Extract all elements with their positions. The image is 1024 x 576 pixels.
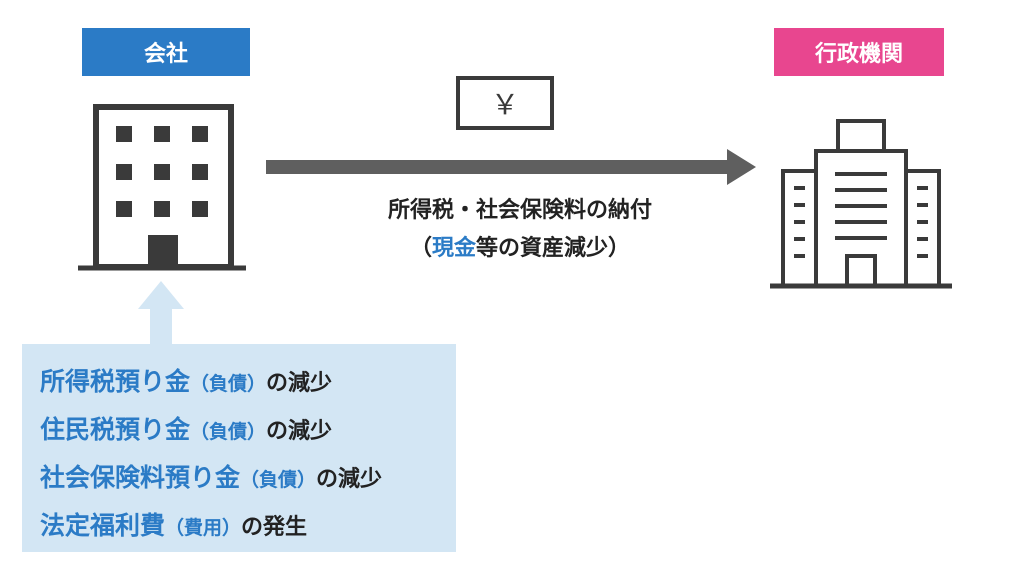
yen-symbol: ￥ xyxy=(491,88,519,121)
yen-bill-icon: ￥ xyxy=(456,76,554,130)
payment-description: 所得税・社会保険料の納付 xyxy=(387,198,652,223)
government-building-icon xyxy=(770,119,952,289)
company-building-icon xyxy=(78,104,246,271)
government-windows xyxy=(794,186,928,258)
effect-item: 所得税預り金（負債）の減少 xyxy=(40,367,333,396)
company-label: 会社 xyxy=(82,28,250,76)
up-arrow xyxy=(138,281,184,345)
effect-item: 法定福利費（費用）の発生 xyxy=(40,511,308,540)
accounting-effects-box: 所得税預り金（負債）の減少 住民税預り金（負債）の減少 社会保険料預り金（負債）… xyxy=(22,344,456,552)
effect-item: 住民税預り金（負債）の減少 xyxy=(40,415,333,444)
agency-label: 行政機関 xyxy=(774,28,944,76)
effect-item: 社会保険料預り金（負債）の減少 xyxy=(40,463,383,492)
cash-highlight: 現金 xyxy=(431,236,476,261)
payment-subdescription: （現金等の資産減少） xyxy=(409,236,631,261)
payment-arrow xyxy=(266,149,756,185)
